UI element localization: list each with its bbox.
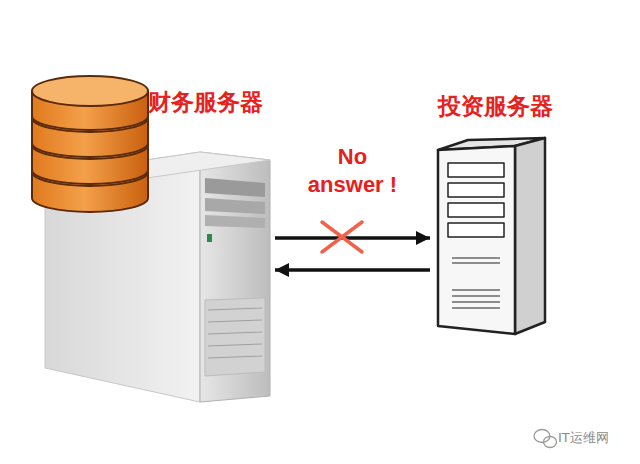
- investment-server-tower: [438, 138, 545, 334]
- investment-server: 投资服务器: [430, 88, 558, 338]
- watermark: IT运维网: [558, 430, 609, 446]
- server-label: 投资服务器: [438, 92, 553, 120]
- finance-server: 财务服务器: [30, 80, 275, 405]
- failure-cross: [322, 222, 362, 252]
- request-arrow: [275, 268, 430, 272]
- database-cylinder: [32, 76, 148, 212]
- request-arrow: [275, 236, 430, 240]
- edge-label: No answer !: [303, 143, 403, 199]
- wechat-icon: [534, 430, 557, 448]
- server-label: 财务服务器: [148, 88, 263, 116]
